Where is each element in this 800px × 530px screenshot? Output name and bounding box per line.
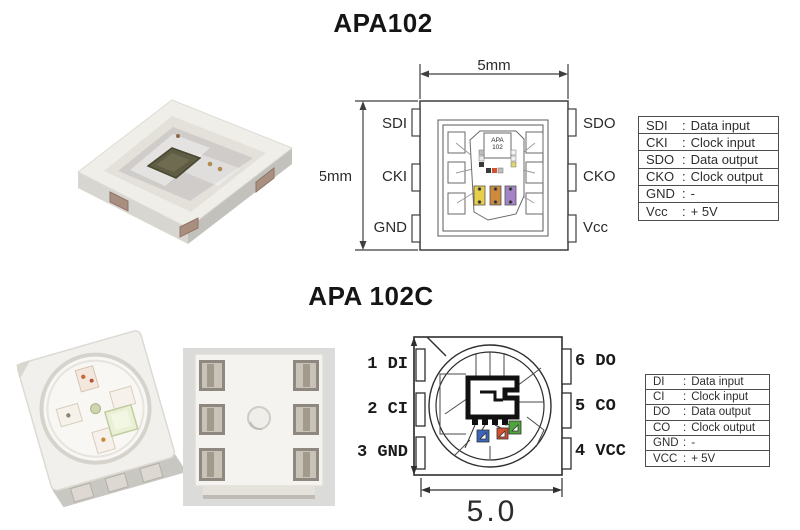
- driver-chip-top: [156, 153, 190, 172]
- bottom-dimension: [420, 478, 563, 497]
- bond-pads: [447, 131, 544, 215]
- lens-ring: [46, 359, 145, 458]
- pin-label-5-co: 5 CO: [575, 397, 616, 416]
- lead: [139, 462, 164, 483]
- apa102c-pin-table: DI:Data input CI:Clock input DO:Data out…: [645, 374, 770, 468]
- tiny-pads: [478, 149, 517, 174]
- left-dimension: [355, 100, 418, 251]
- arrowhead: [421, 486, 430, 494]
- table-row: SDI:Data input: [639, 117, 778, 135]
- lens-outer-circle: [428, 344, 552, 468]
- ic-label-line1: APA: [491, 137, 504, 144]
- green-die-top: [110, 409, 132, 431]
- dim-width-label: 5.0: [467, 495, 518, 528]
- top-dimension: [419, 64, 569, 99]
- table-row: DO:Data output: [646, 405, 769, 421]
- table-row: GND:-: [639, 186, 778, 203]
- center-dot: [90, 403, 102, 415]
- arrowhead: [410, 466, 418, 475]
- dimple-shadow: [249, 421, 263, 431]
- table-row: GND:-: [646, 436, 769, 451]
- ledge-shadow: [203, 495, 315, 499]
- pin-label-2-ci: 2 CI: [367, 400, 408, 419]
- pin-label-sdi: SDI: [382, 115, 407, 132]
- apa102c-photo-bottom: [183, 348, 335, 506]
- apa102c-pinout-diagram: 1 DI 2 CI 3 GND 6 DO 5 CO 4 VCC 5.0: [358, 336, 626, 528]
- table-row: SDO:Data output: [639, 151, 778, 169]
- ic-pins: [472, 417, 508, 425]
- package-side-right: [188, 148, 292, 244]
- pin-label-1-di: 1 DI: [367, 355, 408, 374]
- arrowhead: [420, 70, 429, 78]
- circuit-traces: [439, 352, 545, 459]
- pin-tabs-left: [415, 348, 426, 470]
- bond-pad-dot: [217, 166, 223, 172]
- bond-pad-dot: [176, 134, 180, 138]
- pin-tabs-right: [561, 348, 572, 470]
- table-row: CI:Clock input: [646, 390, 769, 406]
- package-side-left: [78, 172, 188, 244]
- pin-label-vcc: Vcc: [583, 219, 609, 236]
- ic-inner-step: [480, 390, 503, 402]
- arrowhead: [559, 70, 568, 78]
- table-row: CKO:Clock output: [639, 169, 778, 186]
- ic-label-line2: 102: [492, 144, 503, 151]
- package-ledge: [203, 486, 315, 497]
- apa102c-photo-top: [16, 330, 187, 508]
- pin-tabs: [411, 108, 577, 243]
- pin-label-3-gnd: 3 GND: [358, 443, 408, 462]
- solder-pad: [109, 191, 129, 212]
- pin-label-gnd: GND: [374, 219, 408, 236]
- corner-cut: [16, 360, 30, 379]
- apa102-pin-table: SDI:Data input CKI:Clock input SDO:Data …: [638, 116, 779, 222]
- apa102-title: APA102: [333, 8, 433, 38]
- arrowhead: [359, 101, 367, 110]
- table-row: Vcc:+ 5V: [646, 204, 718, 220]
- led-dies: [473, 185, 517, 206]
- led-dies: [476, 420, 522, 443]
- lead: [69, 482, 95, 503]
- ic-chip: [483, 132, 512, 159]
- dim-width-label: 5mm: [477, 57, 510, 74]
- ic-bond-wires: [464, 423, 514, 449]
- pin-label-cki: CKI: [382, 168, 407, 185]
- corner-chamfer: [426, 336, 447, 357]
- apa102-pinout-diagram: 5mm 5mm APA: [320, 57, 616, 251]
- apa102-photo: [77, 99, 294, 244]
- bond-pad-dot: [207, 161, 213, 167]
- pin-label-4-vcc: 4 VCC: [575, 442, 626, 461]
- solder-pad: [255, 166, 275, 194]
- arrowhead: [553, 486, 562, 494]
- solder-pad: [179, 217, 199, 238]
- dim-height-label: 5mm: [320, 168, 352, 185]
- pin-label-sdo: SDO: [583, 115, 616, 132]
- solder-pads: [199, 360, 319, 481]
- pin-label-6-do: 6 DO: [575, 352, 616, 371]
- table-row: DI:Data input: [646, 375, 769, 391]
- table-row: CO:Clock output: [646, 421, 769, 436]
- table-row: CKI:Clock input: [639, 134, 778, 152]
- lead: [104, 472, 129, 493]
- ic-chip: [465, 375, 520, 420]
- arrowhead: [359, 241, 367, 250]
- apa102c-title: APA 102C: [308, 281, 434, 311]
- pin-label-cko: CKO: [583, 168, 616, 185]
- inner-frame: [437, 119, 549, 237]
- lens-highlight-2: [184, 154, 240, 186]
- die-pad-top: [74, 365, 100, 393]
- table-row: VCC:+ 5V: [653, 452, 716, 465]
- arrowhead: [410, 337, 418, 346]
